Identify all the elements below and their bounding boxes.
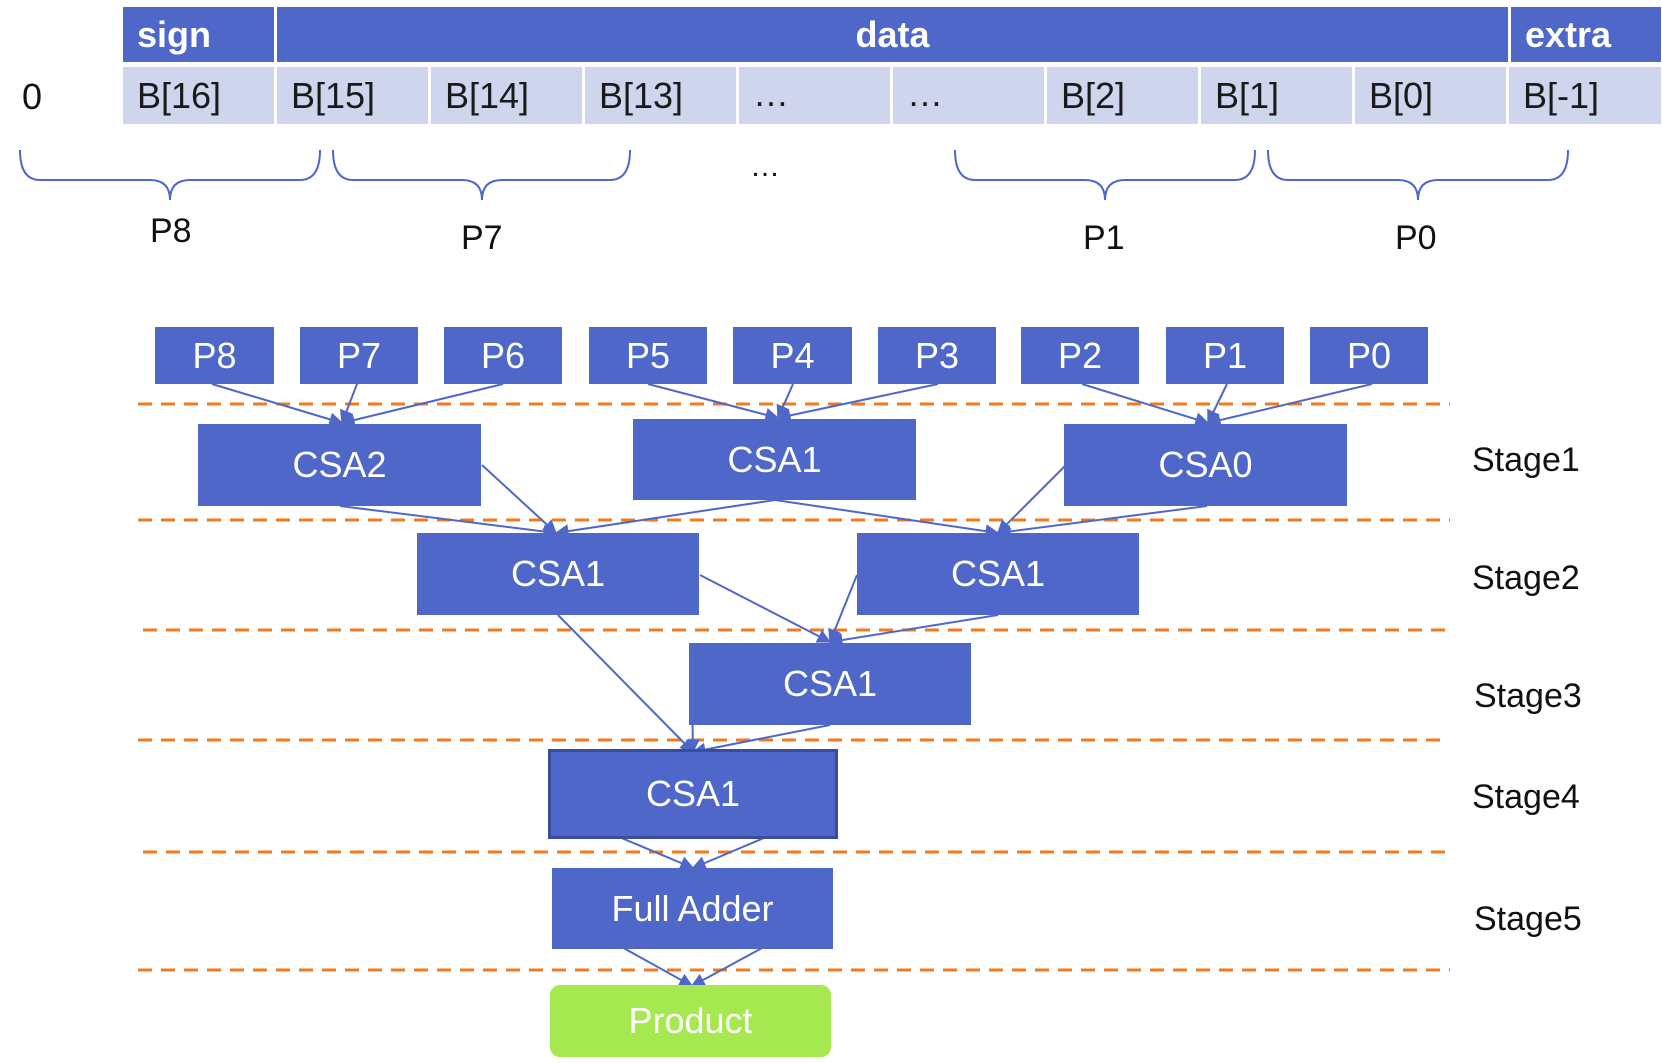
bit-cell: B[-1] [1509,67,1661,124]
bit-cell: B[1] [1201,67,1352,124]
stage1-csa-right: CSA0 [1064,424,1347,506]
arrows [211,383,1373,987]
stage-label-4: Stage4 [1472,778,1580,816]
partial-p3: P3 [878,327,996,384]
arrow-p6-csa2 [340,383,504,427]
arrow-s1r-s2r-a [997,464,1067,534]
brace-label-p1: P1 [1083,219,1125,257]
arrow-p4-csa1 [776,383,794,420]
stage4-csa: CSA1 [548,749,838,839]
arrow-s2r-s3-a [828,574,858,644]
stage-dividers [138,402,1450,972]
bit-cell: B[14] [431,67,582,124]
bit-cell: B[2] [1047,67,1198,124]
arrow-p2-csa0 [1081,383,1210,426]
bit-cell: … [739,67,890,124]
bit-cell: B[16] [123,67,274,124]
header-extra: extra [1511,7,1661,62]
partial-p2: P2 [1021,327,1139,384]
arrow-s1m-s2r [774,499,1000,539]
stage3-csa: CSA1 [689,643,971,725]
brace-p0 [1267,149,1569,201]
partial-p1: P1 [1166,327,1284,384]
stage1-csa-left: CSA2 [198,424,481,506]
arrow-s1m-s2l [554,499,776,539]
arrow-s1l-s2l-a [481,464,558,534]
stage5-full-adder: Full Adder [552,868,833,949]
arrow-s1l-s2l-b [339,505,558,539]
arrow-p5-csa1 [647,383,780,422]
header-data-label: data [855,13,930,55]
arrow-s2l-s4 [557,614,694,753]
brace-group [19,149,1569,201]
stage-label-3: Stage3 [1474,677,1582,715]
leading-zero: 0 [22,76,43,117]
header-extra-label: extra [1525,13,1612,55]
arrow-p8-csa2 [211,383,344,427]
partial-p5: P5 [589,327,707,384]
partial-p4: P4 [733,327,852,384]
bit-cell: B[15] [277,67,428,124]
stage1-csa-mid: CSA1 [633,419,916,500]
arrow-s2r-s3-b [828,614,999,647]
bit-cell: B[0] [1355,67,1506,124]
stage-label-2: Stage2 [1472,559,1580,597]
partial-p7: P7 [300,327,418,384]
stage2-csa-left: CSA1 [417,533,699,615]
brace-p8 [19,149,321,201]
stage-label-1: Stage1 [1472,441,1580,479]
product-output: Product [550,985,831,1057]
arrow-p3-csa1 [776,383,939,423]
brace-label-p8: P8 [150,212,192,250]
partial-p6: P6 [444,327,562,384]
brace-p1 [954,149,1256,201]
header-sign-label: sign [137,13,212,55]
partial-p0: P0 [1310,327,1428,384]
header-data: data [277,7,1508,62]
bit-cell: B[13] [585,67,736,124]
brace-label-p0: P0 [1395,219,1437,257]
arrow-p0-csa0 [1206,383,1373,427]
arrow-s2l-s3 [699,574,832,643]
partial-p8: P8 [155,327,274,384]
arrow-s1r-s2r-b [996,505,1208,539]
stage-label-5: Stage5 [1474,900,1582,938]
bit-cell: … [893,67,1044,124]
brace-ellipsis: … [750,150,780,183]
brace-label-p7: P7 [461,219,503,257]
arrow-s3-s4-b [691,724,831,757]
header-sign: sign [123,7,274,62]
brace-p7 [332,149,631,201]
stage2-csa-right: CSA1 [857,533,1139,615]
